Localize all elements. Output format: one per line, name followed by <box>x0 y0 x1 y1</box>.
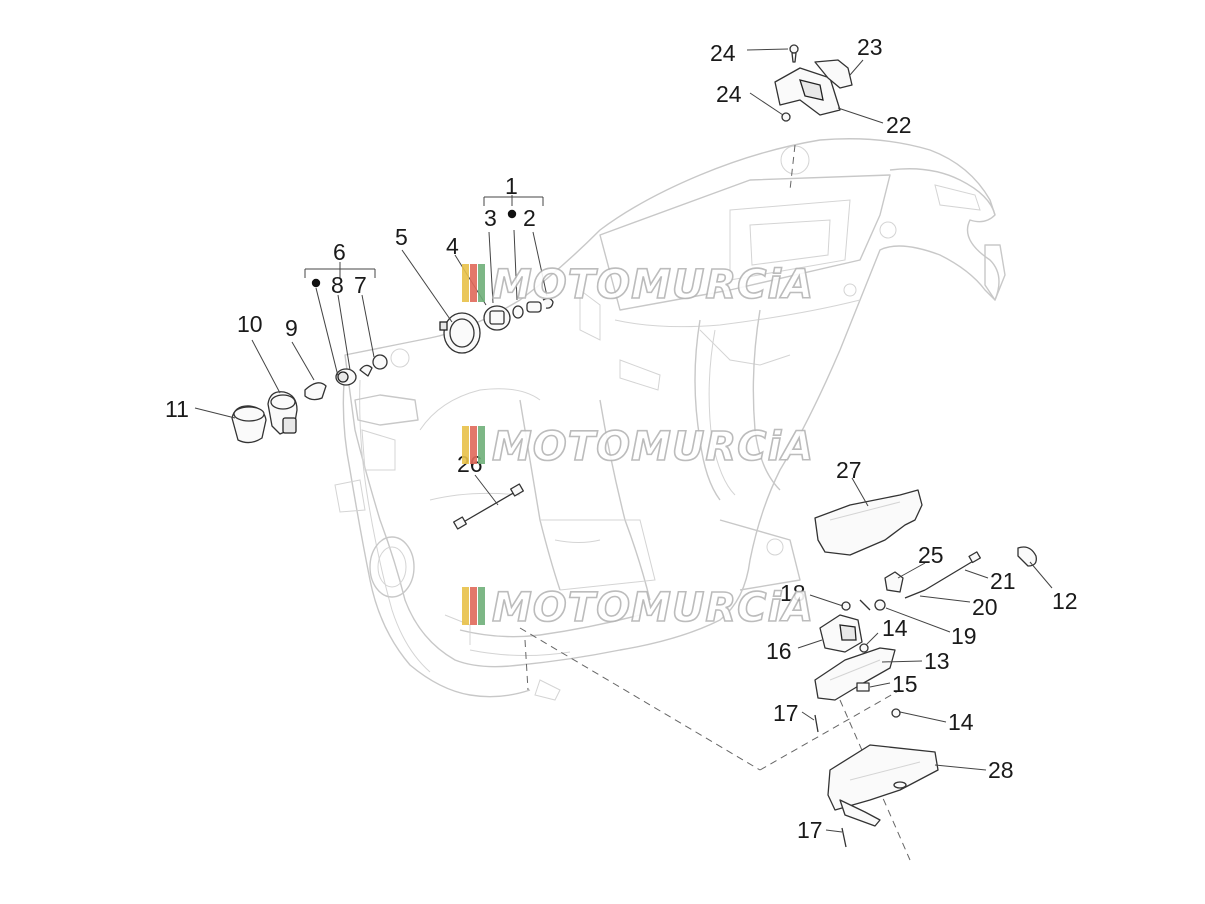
watermark-stripe-1 <box>462 264 469 302</box>
watermark-stripe-2 <box>470 426 477 464</box>
watermark-stripe-1 <box>462 587 469 625</box>
label-7: 7 <box>354 272 367 298</box>
label-5: 5 <box>395 224 408 250</box>
watermark-middle: MOTOMURCiA <box>462 423 814 471</box>
watermark-bottom: MOTOMURCiA <box>462 584 814 632</box>
label-8: 8 <box>331 272 344 298</box>
label-21: 21 <box>990 568 1016 594</box>
watermark-stripe-3 <box>478 587 485 625</box>
part-28-tray <box>827 744 939 827</box>
watermark-text: MOTOMURCiA <box>492 585 814 631</box>
label-1: 1 <box>505 173 518 199</box>
part-12-clip <box>1017 546 1037 567</box>
label-20: 20 <box>972 594 998 620</box>
watermark-stripe-3 <box>478 426 485 464</box>
kit-bullet-1 <box>507 209 517 219</box>
label-23: 23 <box>857 34 883 60</box>
label-12: 12 <box>1052 588 1078 614</box>
part-17-screws <box>814 714 847 848</box>
part-27-cover <box>814 489 923 556</box>
leader-lines <box>194 48 1053 833</box>
scooter-frame <box>334 138 1006 701</box>
label-27: 27 <box>836 457 862 483</box>
part-labels: 1 3 2 5 4 6 8 7 10 9 11 26 24 23 24 22 2… <box>165 34 1078 843</box>
label-2: 2 <box>523 205 536 231</box>
label-10: 10 <box>237 311 263 337</box>
label-15: 15 <box>892 671 918 697</box>
label-24a: 24 <box>710 40 736 66</box>
part-4-lock-body <box>483 305 511 331</box>
part-16-actuator <box>819 614 863 653</box>
part-18-19-fasteners <box>841 599 886 611</box>
part-10-lock-barrel <box>267 391 298 435</box>
watermark-stripe-1 <box>462 426 469 464</box>
part-15-nut <box>856 682 870 692</box>
label-17a: 17 <box>773 700 799 726</box>
label-14b: 14 <box>948 709 974 735</box>
label-24b: 24 <box>716 81 742 107</box>
label-11: 11 <box>165 396 189 422</box>
part-9-spring-clip <box>304 382 327 401</box>
watermark-stripe-3 <box>478 264 485 302</box>
watermark-stripe-2 <box>470 264 477 302</box>
part-22-23-hinge-bracket <box>774 59 853 116</box>
part-11-cap <box>231 405 267 444</box>
watermark-text: MOTOMURCiA <box>492 424 814 470</box>
watermark-stripe-2 <box>470 587 477 625</box>
label-13: 13 <box>924 648 950 674</box>
assembly-lines <box>519 144 911 861</box>
label-14a: 14 <box>882 615 908 641</box>
part-25-20-21-cable-set <box>884 551 981 599</box>
label-19: 19 <box>951 623 977 649</box>
label-4: 4 <box>446 233 459 259</box>
part-13-bracket <box>814 647 896 701</box>
kit-bullet-6 <box>311 278 321 288</box>
watermark-text: MOTOMURCiA <box>492 262 814 308</box>
part-26-cable <box>453 483 524 530</box>
label-25: 25 <box>918 542 944 568</box>
label-28: 28 <box>988 757 1014 783</box>
part-24-screws <box>781 44 799 122</box>
label-6: 6 <box>333 239 346 265</box>
label-18: 18 <box>780 580 806 606</box>
watermark-top: MOTOMURCiA <box>462 261 814 309</box>
label-17b: 17 <box>797 817 823 843</box>
label-9: 9 <box>285 315 298 341</box>
part-5-lock-ring <box>439 312 481 354</box>
part-3-2-cam-spring <box>512 297 554 319</box>
part-14-screws <box>859 643 901 718</box>
label-16: 16 <box>766 638 792 664</box>
part-7-washer <box>359 354 388 377</box>
label-3: 3 <box>484 205 497 231</box>
part-8-bushing <box>335 368 357 386</box>
label-22: 22 <box>886 112 912 138</box>
